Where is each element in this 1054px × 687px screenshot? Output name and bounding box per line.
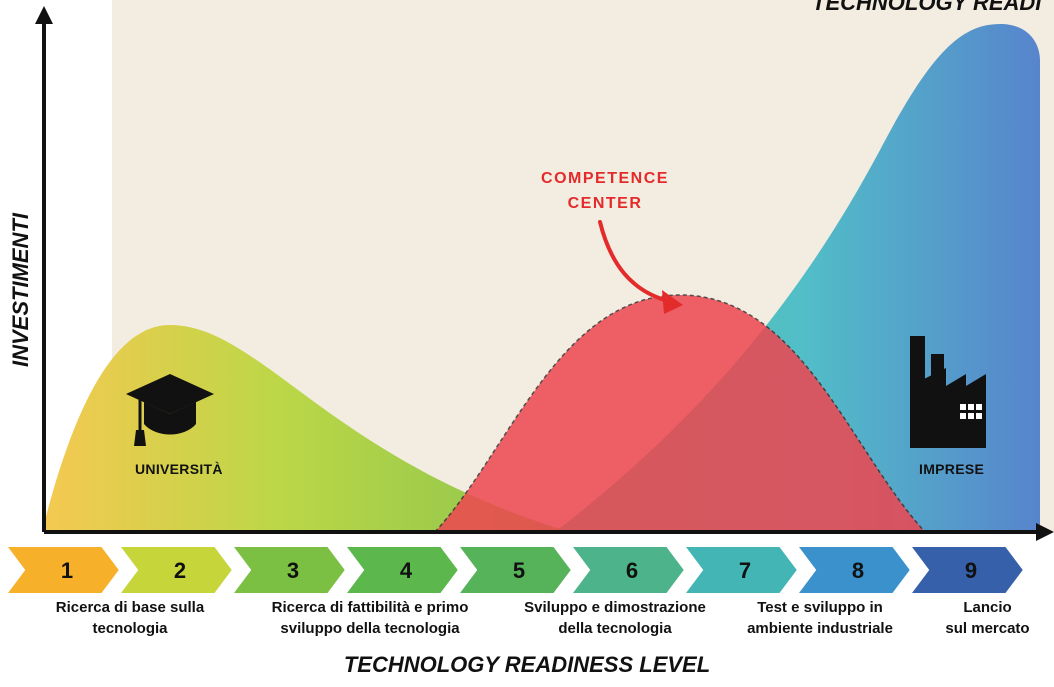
university-label: UNIVERSITÀ [135, 461, 223, 477]
trl-chevron-8 [795, 545, 913, 595]
phase-label-5: Lancio sul mercato [925, 597, 1050, 639]
phase-label-4: Test e sviluppo in ambiente industriale [720, 597, 920, 639]
trl-level-8-label: 8 [852, 558, 864, 583]
trl-chevron-9 [908, 545, 1026, 595]
trl-chevron-3 [230, 545, 348, 595]
phase-label-2-line-1: Ricerca di fattibilità e primo [271, 599, 469, 616]
graduation-cap-icon [126, 374, 214, 446]
factory-icon [910, 336, 986, 448]
trl-level-7-label: 7 [739, 558, 751, 583]
phase-label-4-line-2: ambiente industriale [747, 620, 893, 637]
phase-label-3-line-2: della tecnologia [558, 620, 672, 637]
top-title: TECHNOLOGY READI [812, 0, 1042, 15]
phase-label-3: Sviluppo e dimostrazione della tecnologi… [500, 597, 730, 639]
phase-label-5-line-1: Lancio [963, 599, 1012, 616]
trl-chevron-6 [569, 545, 687, 595]
phase-label-4-line-1: Test e sviluppo in [757, 599, 883, 616]
phase-label-2-line-2: sviluppo della tecnologia [280, 620, 460, 637]
trl-chevron-7 [682, 545, 800, 595]
phase-label-5-line-2: sul mercato [945, 620, 1030, 637]
competence-center-label-line-2: CENTER [567, 195, 643, 212]
x-axis-title: TECHNOLOGY READINESS LEVEL [343, 652, 711, 677]
x-axis-arrowhead [1036, 523, 1054, 541]
trl-chevron-2 [117, 545, 235, 595]
trl-chevrons: 1 2 3 4 5 6 7 8 9 [4, 545, 1026, 595]
trl-chevron-4 [343, 545, 461, 595]
phase-label-2: Ricerca di fattibilità e primo sviluppo … [240, 597, 500, 639]
phase-label-3-line-1: Sviluppo e dimostrazione [524, 599, 706, 616]
trl-level-6-label: 6 [626, 558, 638, 583]
y-axis-arrowhead [35, 6, 53, 24]
competence-center-curve [433, 294, 927, 533]
competence-arrowhead [662, 290, 683, 314]
phase-label-1-line-1: Ricerca di base sulla [55, 599, 205, 616]
y-axis-title-text: INVESTIMENTI [8, 213, 33, 368]
companies-label: IMPRESE [919, 461, 985, 477]
phase-label-1: Ricerca di base sulla tecnologia [20, 597, 240, 639]
trl-level-9-label: 9 [965, 558, 977, 583]
trl-level-3-label: 3 [287, 558, 299, 583]
trl-level-2-label: 2 [174, 558, 186, 583]
competence-arrow-icon [598, 220, 674, 304]
competence-center-label-line-1: COMPETENCE [541, 170, 669, 187]
phase-label-1-line-2: tecnologia [92, 620, 168, 637]
trl-level-4-label: 4 [400, 558, 413, 583]
trl-chevron-1 [4, 545, 122, 595]
competence-center-label: COMPETENCE CENTER [505, 166, 705, 216]
trl-level-1-label: 1 [61, 558, 73, 583]
trl-chevron-5 [456, 545, 574, 595]
trl-level-5-label: 5 [513, 558, 525, 583]
